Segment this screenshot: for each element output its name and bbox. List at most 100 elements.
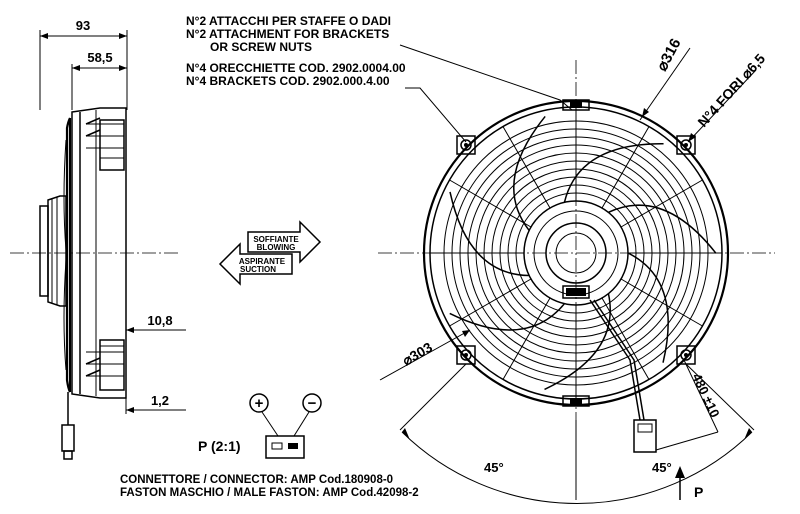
bracket-lines xyxy=(86,345,124,377)
notes: N°2 ATTACCHI PER STAFFE O DADI N°2 ATTAC… xyxy=(186,14,573,143)
cable xyxy=(593,299,645,421)
blowing-label-en: BLOWING xyxy=(257,243,296,252)
view-arrow-icon xyxy=(675,466,685,478)
connector-pin xyxy=(271,442,283,450)
connector-detail-body xyxy=(265,435,305,459)
mounting-hole-icon xyxy=(460,349,472,361)
grille-spoke xyxy=(449,179,532,228)
fan-blade xyxy=(449,303,566,331)
connector-body xyxy=(61,424,75,452)
minus-symbol: − xyxy=(308,395,317,412)
leader-line xyxy=(405,87,467,143)
motor-center xyxy=(555,232,597,274)
polarity-leader xyxy=(261,411,279,437)
top-attachment-nut xyxy=(570,102,582,108)
grille-spoke xyxy=(449,278,532,327)
arrow-icon xyxy=(72,65,80,71)
fan-blade xyxy=(563,143,664,203)
arrow-icon xyxy=(40,33,48,39)
fan-blade xyxy=(513,115,546,231)
connector-pin xyxy=(288,443,298,449)
suction-label-en: SUCTION xyxy=(240,265,276,274)
grille-spoke xyxy=(502,297,551,380)
shroud-outer xyxy=(422,99,730,407)
plus-symbol: + xyxy=(255,395,264,412)
side-view: 93 58,5 10,8 1,2 xyxy=(10,18,186,460)
grille-spoke xyxy=(620,179,703,228)
leader-line xyxy=(399,44,573,111)
grille-spoke xyxy=(502,126,551,209)
dim-inner-diameter: ⌀303 xyxy=(400,339,436,369)
mounting-hole-icon xyxy=(680,349,692,361)
bracket-teeth xyxy=(85,357,101,377)
dim-angle-left: 45° xyxy=(484,460,504,475)
connector-latch xyxy=(637,423,653,433)
arrow-icon xyxy=(402,428,410,440)
view-label-p: P xyxy=(694,484,703,500)
blowing-label-it: SOFFIANTE xyxy=(253,235,299,244)
polarity-leader xyxy=(293,411,310,437)
fan-blade xyxy=(627,252,669,363)
cable-length-dim xyxy=(683,359,719,433)
faston-code: FASTON MASCHIO / MALE FASTON: AMP Cod.42… xyxy=(120,487,419,499)
mounting-hole-icon xyxy=(680,139,692,151)
grille-spokes xyxy=(430,107,722,399)
mounting-ear xyxy=(676,135,696,155)
cable-connector xyxy=(633,419,657,453)
mounting-hole-center xyxy=(684,143,688,147)
arrow-icon xyxy=(126,407,134,413)
dia316-leader xyxy=(639,47,691,121)
connector-detail: + − P (2:1) CONNETTORE / CONNECTOR: AMP … xyxy=(120,393,419,499)
note-attach-it: N°2 ATTACCHI PER STAFFE O DADI xyxy=(186,14,391,28)
dim-outer-diameter: ⌀316 xyxy=(654,36,685,74)
top-bracket xyxy=(99,119,125,171)
motor-profile xyxy=(47,195,67,307)
dim-bracket-offset: 10,8 xyxy=(147,313,172,328)
arrow-icon xyxy=(642,108,649,117)
cable xyxy=(589,299,641,421)
grille-spoke xyxy=(620,278,703,327)
holes-leader xyxy=(687,69,757,143)
bottom-attachment xyxy=(562,395,590,407)
motor-cap xyxy=(39,205,49,297)
front-view: ⌀316 N°4 FORI ⌀6,5 ⌀303 480 ±10 45° 45° … xyxy=(378,36,775,504)
bottom-bracket xyxy=(99,339,125,391)
hub-outer xyxy=(523,200,629,306)
angle-ext-line xyxy=(399,363,467,431)
angle-arc xyxy=(401,431,753,504)
arrow-icon xyxy=(688,133,696,142)
mounting-hole-center xyxy=(684,353,688,357)
note-attach-en-1: N°2 ATTACHMENT FOR BRACKETS xyxy=(186,27,389,41)
dim-angle-right: 45° xyxy=(652,460,672,475)
mounting-ear xyxy=(456,135,476,155)
note-attach-en-2: OR SCREW NUTS xyxy=(210,40,312,54)
suction-label-it: ASPIRANTE xyxy=(239,257,286,266)
top-attachment xyxy=(562,99,590,111)
motor-cap xyxy=(545,222,607,284)
fan-blade xyxy=(544,293,611,391)
mounting-hole-center xyxy=(464,353,468,357)
mounting-ears xyxy=(456,135,696,365)
bracket-lines xyxy=(86,123,124,159)
bracket-teeth xyxy=(85,117,101,137)
bottom-attachment-nut xyxy=(570,398,582,404)
note-brackets-it: N°4 ORECCHIETTE COD. 2902.0004.00 xyxy=(186,61,406,75)
mounting-hole-icon xyxy=(460,139,472,151)
dim-overall-depth: 93 xyxy=(76,18,90,33)
dim-body-depth: 58,5 xyxy=(87,50,112,65)
suction-arrow-icon xyxy=(218,242,293,286)
dia303-leader xyxy=(379,329,471,381)
fan-blade xyxy=(449,191,530,277)
plus-terminal-icon xyxy=(249,393,269,413)
blade-profile xyxy=(63,139,67,371)
detail-label: P (2:1) xyxy=(198,438,241,454)
grille-spoke xyxy=(601,126,650,209)
fan-blade xyxy=(608,204,717,254)
cable-length-ext xyxy=(655,431,719,451)
arrow-icon xyxy=(119,65,127,71)
angle-ext-line xyxy=(685,363,755,431)
connector-code: CONNETTORE / CONNECTOR: AMP Cod.180908-0 xyxy=(120,474,393,486)
motor-terminal-fill xyxy=(566,288,586,296)
